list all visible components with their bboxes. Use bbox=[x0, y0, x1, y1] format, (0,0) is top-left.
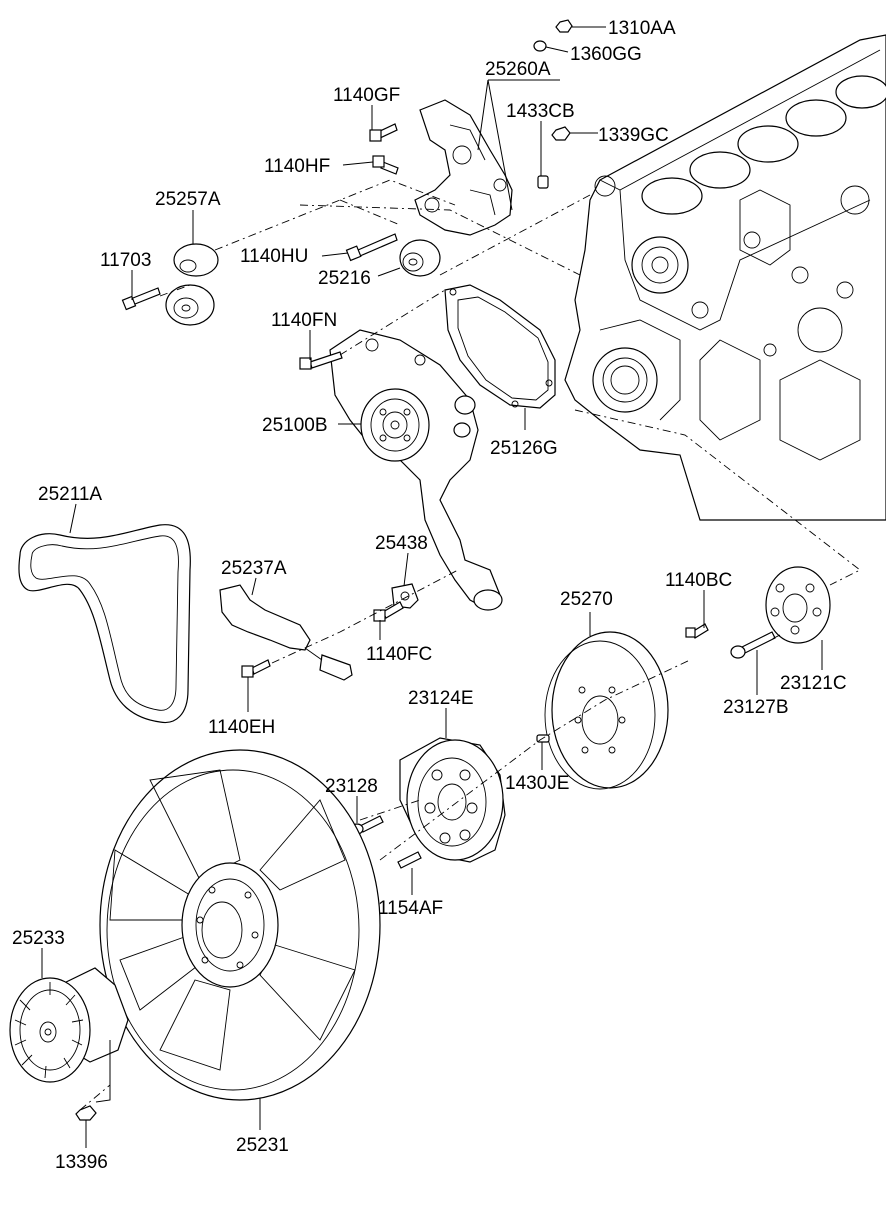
label-25233: 25233 bbox=[12, 928, 65, 949]
label-1140HF: 1140HF bbox=[264, 156, 330, 177]
label-23124E: 23124E bbox=[408, 688, 474, 709]
label-23127B: 23127B bbox=[723, 697, 789, 718]
tensioner-25257A bbox=[165, 243, 219, 326]
crank-hub-23121C bbox=[765, 566, 831, 644]
bolt-1140BC bbox=[685, 623, 709, 639]
bolt-1140FC bbox=[373, 601, 404, 622]
bolt-1140HU bbox=[345, 233, 398, 262]
label-1433CB: 1433CB bbox=[506, 101, 575, 122]
label-1360GG: 1360GG bbox=[570, 44, 642, 65]
gasket-25126G bbox=[444, 284, 556, 409]
label-1140GF: 1140GF bbox=[333, 85, 400, 106]
label-1140FC: 1140FC bbox=[366, 644, 432, 665]
damper-pulley-25270 bbox=[544, 631, 669, 790]
dowel-1433CB bbox=[537, 175, 549, 189]
bolt-1140FN bbox=[299, 351, 343, 370]
bolt-11703 bbox=[121, 287, 161, 311]
bolt-1140HF bbox=[372, 155, 399, 175]
label-25260A: 25260A bbox=[485, 59, 551, 80]
bracket-25237A bbox=[219, 584, 353, 681]
fan-pulley-23124E bbox=[399, 737, 506, 863]
label-1310AA: 1310AA bbox=[608, 18, 676, 39]
label-1140EH: 1140EH bbox=[208, 717, 275, 738]
drive-belt-25211A bbox=[18, 524, 191, 724]
label-25231: 25231 bbox=[236, 1135, 289, 1156]
label-25270: 25270 bbox=[560, 589, 613, 610]
fan-clutch-25233 bbox=[9, 967, 129, 1083]
label-1140HU: 1140HU bbox=[240, 246, 308, 267]
engine-block bbox=[564, 34, 886, 521]
label-1339GC: 1339GC bbox=[598, 125, 669, 146]
label-23121C: 23121C bbox=[780, 673, 847, 694]
stud-1154AF bbox=[397, 851, 422, 869]
bracket-25260A bbox=[414, 99, 513, 236]
label-13396: 13396 bbox=[55, 1152, 108, 1173]
label-1430JE: 1430JE bbox=[505, 773, 569, 794]
washer-1360GG bbox=[533, 40, 547, 52]
label-25237A: 25237A bbox=[221, 558, 287, 579]
idler-pulley-25216 bbox=[399, 239, 441, 277]
nut-1310AA bbox=[555, 19, 573, 33]
label-25216: 25216 bbox=[318, 268, 371, 289]
nut-1339GC bbox=[551, 126, 571, 141]
bolt-23127B bbox=[730, 631, 776, 659]
nut-13396 bbox=[75, 1105, 97, 1121]
label-1140FN: 1140FN bbox=[271, 310, 337, 331]
water-pump-25100B bbox=[329, 329, 503, 611]
label-1154AF: 1154AF bbox=[378, 898, 443, 919]
sensor-25438 bbox=[391, 583, 419, 609]
label-23128: 23128 bbox=[325, 776, 378, 797]
label-25126G: 25126G bbox=[490, 438, 558, 459]
assembly-center-lines bbox=[79, 179, 861, 1111]
label-1140BC: 1140BC bbox=[665, 570, 732, 591]
label-11703: 11703 bbox=[100, 250, 151, 271]
label-25438: 25438 bbox=[375, 533, 428, 554]
bolt-1140EH bbox=[241, 659, 271, 678]
cooling-fan-25231 bbox=[99, 749, 381, 1101]
label-25211A: 25211A bbox=[38, 484, 102, 505]
label-25257A: 25257A bbox=[155, 189, 221, 210]
label-25100B: 25100B bbox=[262, 415, 328, 436]
leader-lines bbox=[41, 26, 823, 1148]
part-labels: 1310AA 1360GG 25260A 1140GF 1433CB 1339G… bbox=[12, 18, 847, 1173]
bolt-1140GF bbox=[369, 123, 398, 142]
